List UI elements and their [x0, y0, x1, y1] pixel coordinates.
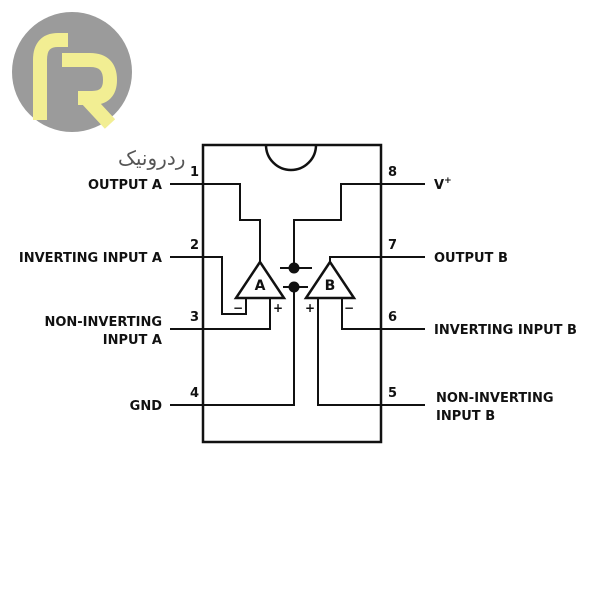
wire-gnd [203, 287, 295, 406]
pin-number-8: 8 [388, 165, 397, 180]
wire-noninverting-b [317, 298, 381, 406]
right-pin-labels: V+ OUTPUT B INVERTING INPUT B NON-INVERT… [434, 176, 577, 424]
op-amp-a-triangle [233, 259, 287, 300]
op-amp-b: B + − [303, 259, 357, 315]
wire-output-b [329, 256, 381, 262]
pin-label-noninverting-a-line2: INPUT A [103, 333, 162, 348]
logo: ردرونیک [12, 12, 185, 170]
op-amp-b-label: B [325, 278, 336, 294]
pin-number-4: 4 [190, 386, 199, 401]
internal-wiring [203, 183, 381, 406]
pin-number-5: 5 [388, 386, 397, 401]
pin-label-output-b: OUTPUT B [434, 251, 508, 266]
op-amp-b-plus: + [305, 301, 315, 315]
pin-label-vplus-superscript: + [444, 176, 452, 186]
junction-dot-ground [288, 281, 300, 293]
pin-number-7: 7 [388, 238, 397, 253]
pin-label-vplus: V+ [434, 176, 452, 193]
junction-dot-supply [288, 262, 300, 274]
rr-monogram-icon [33, 33, 118, 129]
wire-inverting-b [341, 298, 381, 330]
ic-package [201, 143, 383, 444]
pin-leads [170, 183, 425, 406]
pin-label-gnd: GND [130, 399, 163, 414]
left-pin-labels: OUTPUT A INVERTING INPUT A NON-INVERTING… [19, 178, 162, 414]
pin-number-3: 3 [190, 310, 199, 325]
pin-label-inverting-input-a: INVERTING INPUT A [19, 251, 162, 266]
logo-text: ردرونیک [118, 146, 185, 170]
wire-vplus [293, 183, 381, 268]
op-amp-a: A − + [233, 259, 287, 315]
wire-inverting-a [203, 256, 247, 315]
pin-label-noninverting-b-line1: NON-INVERTING [436, 391, 554, 406]
op-amp-a-minus: − [233, 301, 243, 315]
pin-number-1: 1 [190, 165, 199, 180]
pin-label-noninverting-b-line2: INPUT B [436, 409, 495, 424]
pin-label-inverting-input-b: INVERTING INPUT B [434, 323, 577, 338]
pin-label-noninverting-a-line1: NON-INVERTING [44, 315, 162, 330]
op-amp-a-label: A [255, 278, 266, 294]
ic-notch [264, 144, 318, 172]
op-amp-b-triangle [303, 259, 357, 300]
pin-numbers: 1 2 3 4 8 7 6 5 [190, 165, 397, 401]
op-amp-b-minus: − [344, 301, 354, 315]
pin-label-output-a: OUTPUT A [88, 178, 162, 193]
pin-label-vplus-main: V [434, 178, 444, 193]
wire-noninverting-a [203, 298, 271, 330]
op-amp-a-plus: + [273, 301, 283, 315]
pin-number-2: 2 [190, 238, 199, 253]
wire-output-a [203, 183, 261, 262]
pin-number-6: 6 [388, 310, 397, 325]
